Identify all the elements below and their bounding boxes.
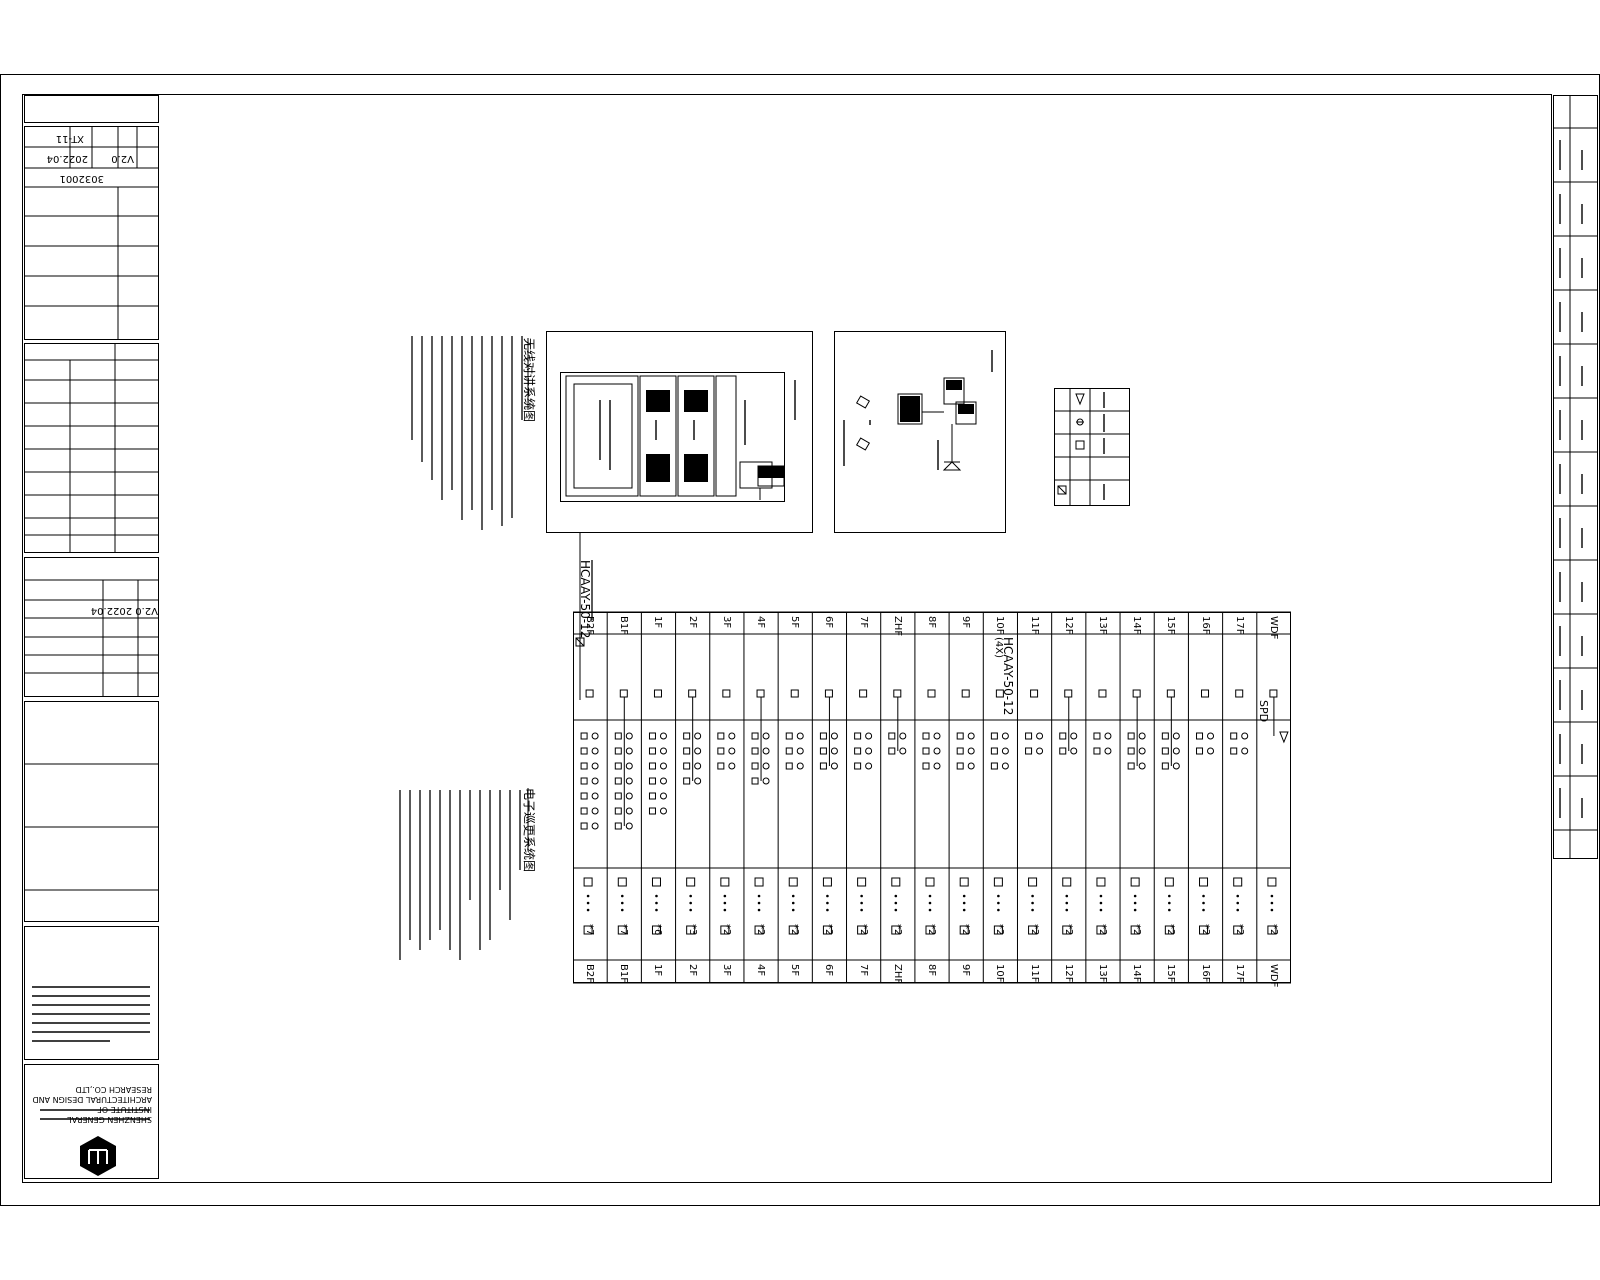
intercom-cabinet-outline [560, 372, 785, 502]
approval-box [24, 343, 159, 553]
floor-label-top: 5F [789, 616, 801, 629]
floor-label-bottom: 3F [720, 964, 732, 977]
device-count: *2 [1096, 924, 1108, 936]
drawing-number: XT-11 [55, 133, 84, 144]
floor-label-top: 9F [960, 616, 972, 629]
floor-label-top: 16F [1199, 616, 1211, 635]
floor-label-top: 15F [1165, 616, 1177, 635]
floor-label-bottom: WDF [1267, 964, 1279, 988]
device-count: *2 [1131, 924, 1143, 936]
floor-label-bottom: 7F [857, 964, 869, 977]
floor-label-bottom: 15F [1165, 964, 1177, 983]
stamp-box [24, 701, 159, 922]
floor-label-bottom: 4F [755, 964, 767, 977]
device-count: *2 [1199, 924, 1211, 936]
intercom-notes-title: 无线对讲系统图 [522, 338, 536, 423]
device-count: *3 [686, 924, 698, 936]
floor-label-bottom: 11F [1028, 964, 1040, 983]
floor-label-bottom: ZHF [891, 964, 903, 985]
floor-label-bottom: B2F [584, 964, 596, 983]
device-count: *2 [1028, 924, 1040, 936]
device-count: *2 [755, 924, 767, 936]
signature-strip [1553, 95, 1598, 859]
riser-cable-note: (4X) [993, 637, 1004, 659]
floor-label-bottom: 16F [1199, 964, 1211, 983]
legend-table [1054, 388, 1130, 506]
floor-label-top: B2F [584, 616, 596, 635]
company-box [24, 1064, 159, 1179]
device-count: *2 [857, 924, 869, 936]
patrol-notes-title: 电子巡更系统图 [522, 788, 536, 873]
spd-label: SPD [1257, 700, 1270, 723]
device-count: *2 [891, 924, 903, 936]
floor-label-top: 17F [1233, 616, 1245, 635]
floor-label-bottom: 5F [789, 964, 801, 977]
network-system-diagram [834, 331, 1006, 533]
device-count: *2 [1062, 924, 1074, 936]
floor-label-bottom: 17F [1233, 964, 1245, 983]
company-name-en: SHENZHEN GENERAL INSTITUTE OF ARCHITECTU… [32, 1085, 152, 1124]
floor-label-top: 2F [686, 616, 698, 629]
device-count: *7 [584, 924, 596, 936]
floor-label-bottom: 9F [960, 964, 972, 977]
floor-label-bottom: 13F [1096, 964, 1108, 983]
revision-entry: V2.0 2022.04 [90, 605, 158, 616]
floor-label-top: 13F [1096, 616, 1108, 635]
floor-label-top: 10F [994, 616, 1006, 635]
floor-label-top: 12F [1062, 616, 1074, 635]
device-count: *7 [618, 924, 630, 936]
device-count: *2 [1267, 924, 1279, 936]
issue-date: 2022.04 [46, 153, 88, 164]
device-count: *2 [823, 924, 835, 936]
device-count: *2 [1165, 924, 1177, 936]
floor-label-bottom: 12F [1062, 964, 1074, 983]
floor-label-top: 4F [755, 616, 767, 629]
floor-label-top: 14F [1131, 616, 1143, 635]
floor-label-bottom: 8F [926, 964, 937, 977]
title-block-top-box [24, 95, 159, 123]
floor-label-bottom: 14F [1131, 964, 1143, 983]
copyright-box [24, 926, 159, 1060]
device-count: *6 [652, 924, 664, 936]
floor-label-top: B1F [618, 616, 630, 635]
floor-label-bottom: 2F [686, 964, 698, 977]
device-count: *2 [789, 924, 801, 936]
device-count: *2 [994, 924, 1006, 936]
project-number: 3032001 [59, 173, 104, 184]
floor-label-top: 7F [857, 616, 869, 629]
device-count: *2 [926, 924, 937, 936]
floor-label-top: 6F [823, 616, 835, 629]
floor-label-bottom: 6F [823, 964, 835, 977]
floor-label-top: 1F [652, 616, 664, 629]
floor-label-bottom: 1F [652, 964, 664, 977]
device-count: *2 [960, 924, 972, 936]
inner-border [22, 94, 1552, 1183]
version-number: V2.0 [111, 153, 134, 164]
floor-label-top: ZHF [891, 616, 903, 637]
device-count: *2 [720, 924, 732, 936]
floor-label-top: 8F [926, 616, 937, 629]
floor-label-bottom: 10F [994, 964, 1006, 983]
floor-label-bottom: B1F [618, 964, 630, 983]
intercom-system-diagram [546, 331, 813, 533]
floor-label-top: 11F [1028, 616, 1040, 635]
floor-label-top: 3F [720, 616, 732, 629]
revision-box [24, 557, 159, 697]
floor-label-top: WDF [1267, 616, 1279, 640]
title-block-info [24, 126, 159, 340]
device-count: *2 [1233, 924, 1245, 936]
